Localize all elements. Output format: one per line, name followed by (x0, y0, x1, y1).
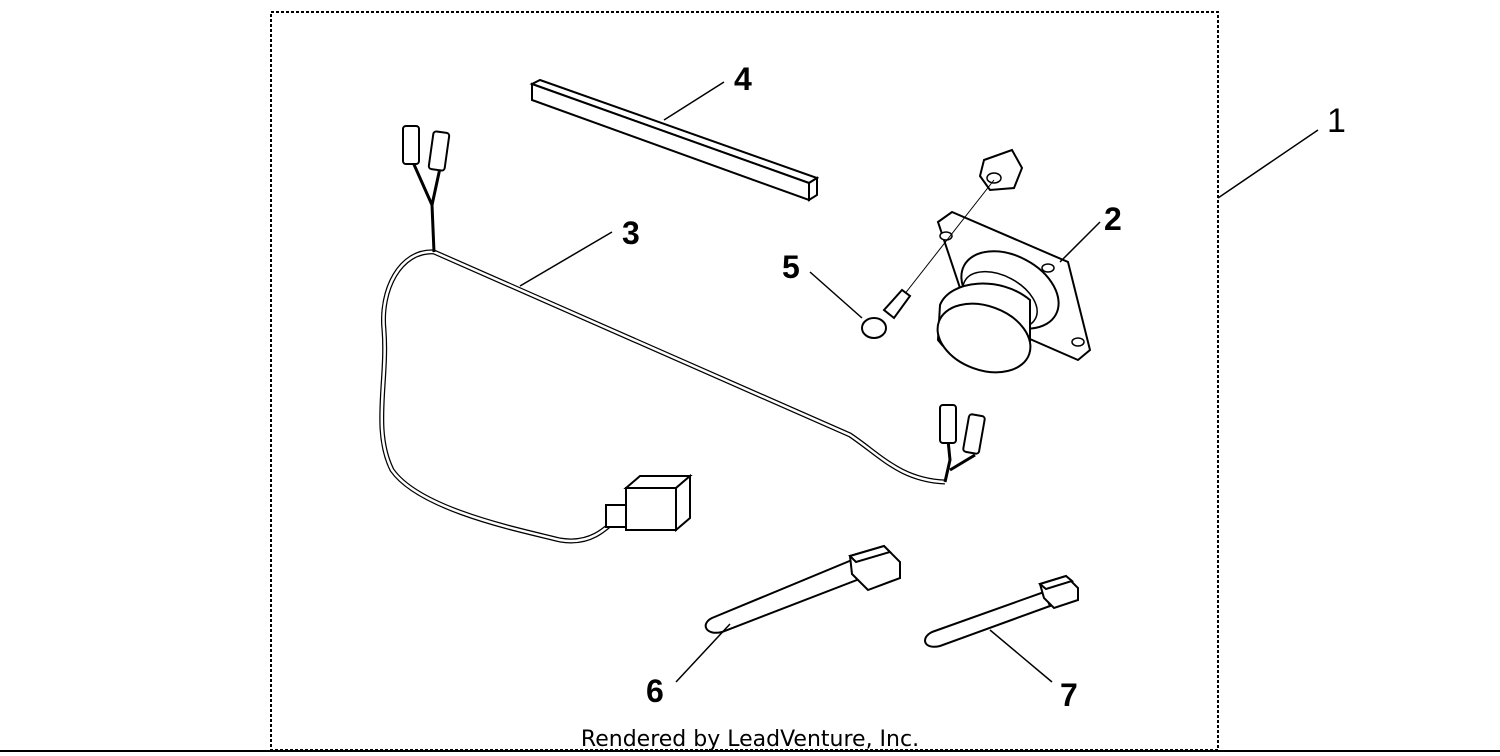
callout-2: 2 (1104, 201, 1122, 237)
callout-5: 5 (782, 249, 800, 285)
part-cable-tie-small[interactable] (924, 574, 1079, 648)
render-credit: Rendered by LeadVenture, Inc. (581, 727, 919, 752)
part-screw-and-clip-nut[interactable] (861, 148, 1024, 339)
callout-4: 4 (734, 61, 752, 97)
callout-1: 1 (1327, 102, 1346, 140)
callout-7: 7 (1060, 677, 1078, 713)
callout-6: 6 (646, 673, 664, 709)
kit-boundary-frame (270, 11, 1219, 751)
callout-3: 3 (622, 215, 640, 251)
part-foam-strip[interactable] (529, 78, 820, 202)
part-speaker[interactable] (928, 210, 1092, 384)
harness-connectors (402, 125, 986, 533)
leader-lines (519, 81, 1319, 683)
part-cable-tie-large[interactable] (704, 544, 901, 634)
part-wire-harness[interactable] (379, 159, 976, 544)
